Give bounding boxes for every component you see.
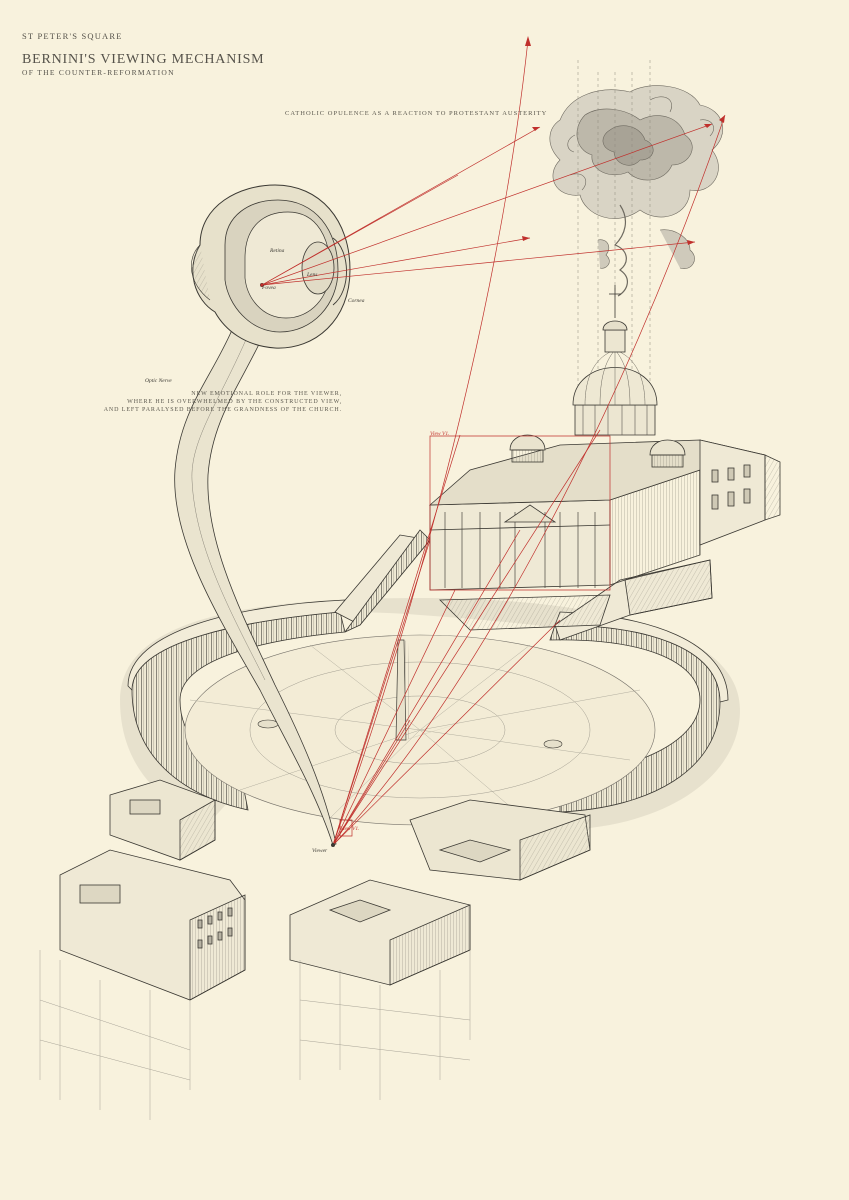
note-line-2: WHERE HE IS OVERWHELMED BY THE CONSTRUCT… (127, 399, 342, 405)
note-line-3: AND LEFT PARALYSED BEFORE THE GRANDNESS … (103, 407, 342, 413)
optic-nerve (174, 329, 337, 846)
label-optic-nerve: Optic Nerve (145, 378, 172, 384)
label-lens: Lens (307, 272, 318, 278)
eye-diagram (191, 184, 351, 349)
basilica (428, 434, 781, 631)
viewer-point (331, 843, 335, 847)
palace-right (289, 799, 591, 1100)
palace-left (39, 779, 246, 1120)
sheet-kicker: ST PETER'S SQUARE (22, 31, 123, 41)
dome-projection-lines (577, 60, 651, 430)
sheet-title: BERNINI'S VIEWING MECHANISM (22, 52, 265, 67)
main-dome (572, 285, 658, 436)
label-retina: Retina (270, 248, 285, 254)
label-view-top: View V1. (430, 431, 450, 437)
sheet-subtitle: OF THE COUNTER-REFORMATION (22, 68, 175, 77)
sight-lines (261, 39, 726, 846)
label-viewer: Viewer (312, 848, 328, 854)
sight-line-arrowheads (522, 36, 725, 245)
fovea-point (260, 283, 264, 287)
colonnade (120, 598, 740, 830)
label-cornea: Cornea (348, 298, 365, 304)
cloud-glory (549, 85, 723, 297)
note-line-1: NEW EMOTIONAL ROLE FOR THE VIEWER, (191, 391, 342, 397)
label-fovea: Fovea (262, 285, 276, 291)
label-view-bottom: View V1. (340, 826, 360, 832)
statement-line: CATHOLIC OPULENCE AS A REACTION TO PROTE… (285, 110, 548, 117)
